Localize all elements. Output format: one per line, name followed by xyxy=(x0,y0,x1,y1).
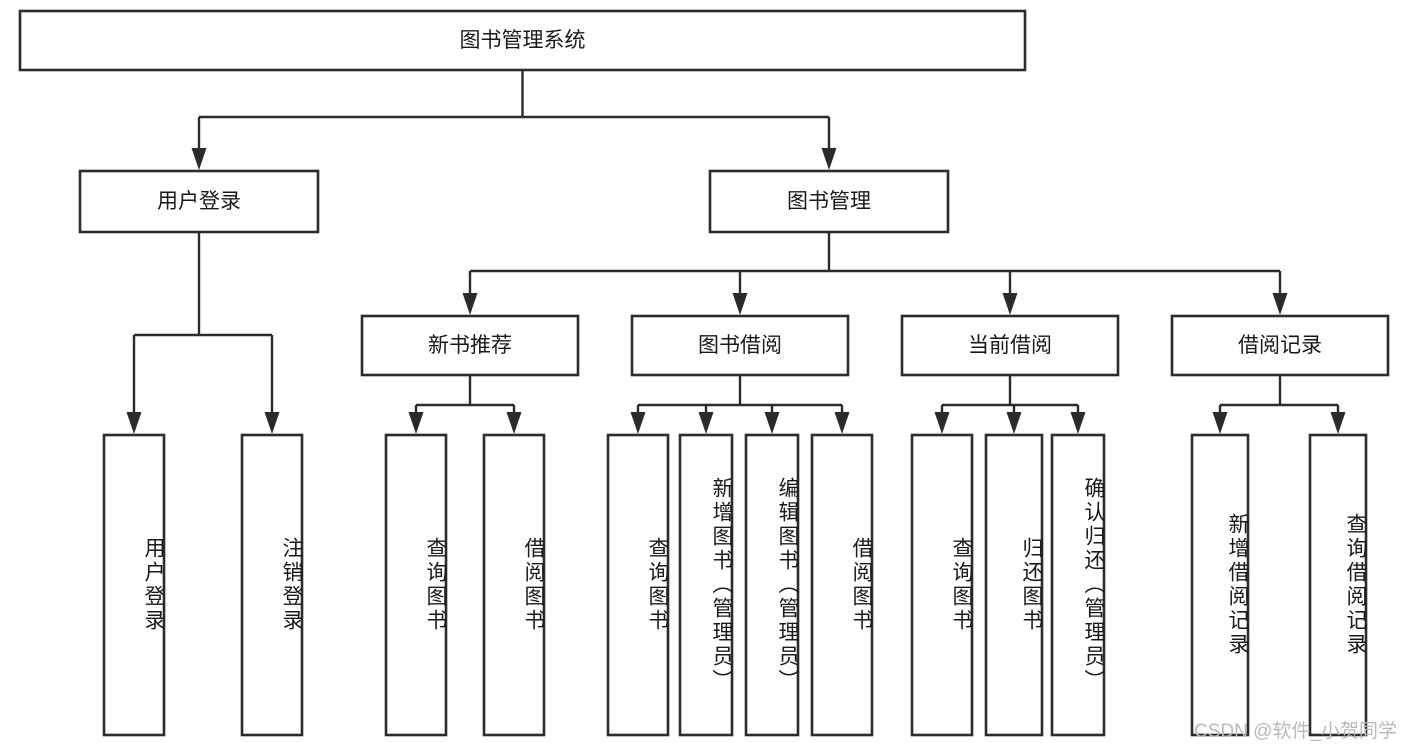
node-label-new-book-recommend: 新书推荐 xyxy=(428,334,512,357)
arrow-head-icon xyxy=(732,293,748,315)
node-box-book-borrow[interactable] xyxy=(630,314,850,377)
connector-layer xyxy=(126,70,1346,434)
arrow-head-icon xyxy=(934,412,950,434)
node-box-leaf-user-login[interactable] xyxy=(102,433,166,737)
arrow-head-icon xyxy=(821,148,837,170)
node-box-leaf-query-book-1[interactable] xyxy=(384,433,448,737)
arrow-head-icon xyxy=(1070,412,1086,434)
arrow-head-icon xyxy=(698,412,714,434)
node-box-root[interactable] xyxy=(18,9,1027,72)
node-box-leaf-borrow-book-1[interactable] xyxy=(482,433,546,737)
node-box-new-book-recommend[interactable] xyxy=(360,314,580,377)
node-box-leaf-query-book-2[interactable] xyxy=(606,433,670,737)
node-label-current-borrow: 当前借阅 xyxy=(968,334,1052,357)
arrow-head-icon xyxy=(506,412,522,434)
arrow-head-icon xyxy=(1212,412,1228,434)
arrow-head-icon xyxy=(1006,412,1022,434)
node-label-book-borrow: 图书借阅 xyxy=(698,334,782,357)
node-box-leaf-query-record[interactable] xyxy=(1308,433,1368,737)
node-box-leaf-borrow-book-2[interactable] xyxy=(810,433,874,737)
arrow-head-icon xyxy=(1330,412,1346,434)
node-label-book-manage: 图书管理 xyxy=(787,190,871,213)
arrow-head-icon xyxy=(126,412,142,434)
node-box-user-login[interactable] xyxy=(78,169,320,234)
node-label-root: 图书管理系统 xyxy=(460,29,586,52)
node-box-borrow-record[interactable] xyxy=(1170,314,1390,377)
node-box-current-borrow[interactable] xyxy=(900,314,1120,377)
node-label-borrow-record: 借阅记录 xyxy=(1238,334,1322,357)
node-box-leaf-confirm-return[interactable] xyxy=(1050,433,1106,737)
arrow-head-icon xyxy=(1002,293,1018,315)
node-box-leaf-query-book-3[interactable] xyxy=(910,433,974,737)
arrow-head-icon xyxy=(191,148,207,170)
node-box-book-manage[interactable] xyxy=(708,169,950,234)
node-box-leaf-add-record[interactable] xyxy=(1190,433,1250,737)
arrow-head-icon xyxy=(462,293,478,315)
node-box-leaf-return-book[interactable] xyxy=(984,433,1044,737)
watermark: CSDN @软件_小贺同学 xyxy=(1194,721,1397,742)
arrow-head-icon xyxy=(408,412,424,434)
arrow-head-icon xyxy=(834,412,850,434)
node-box-leaf-edit-book[interactable] xyxy=(744,433,800,737)
arrow-head-icon xyxy=(630,412,646,434)
arrow-head-icon xyxy=(264,412,280,434)
arrow-head-icon xyxy=(1272,293,1288,315)
node-box-layer xyxy=(18,9,1390,737)
node-box-leaf-logout[interactable] xyxy=(240,433,304,737)
arrow-head-icon xyxy=(764,412,780,434)
node-label-user-login: 用户登录 xyxy=(157,190,241,213)
node-box-leaf-add-book[interactable] xyxy=(678,433,734,737)
